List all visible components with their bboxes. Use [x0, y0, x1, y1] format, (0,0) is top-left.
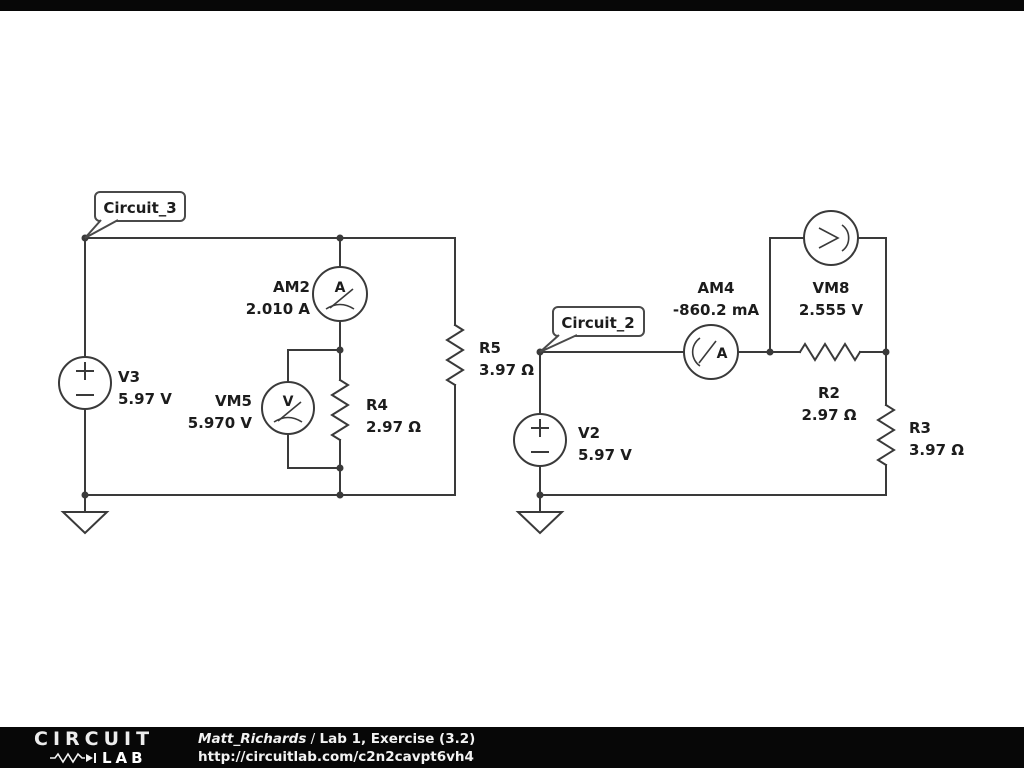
v2-source[interactable]: V2 5.97 V [513, 413, 632, 467]
am4-needle-icon [698, 340, 717, 364]
circuit2-callout[interactable]: Circuit_2 [539, 306, 645, 353]
footer-title: Lab 1, Exercise (3.2) [319, 730, 476, 747]
v2-value-label: 5.97 V [578, 446, 632, 464]
resistor-zigzag-icon [50, 752, 96, 764]
circuit2-callout-label: Circuit_2 [561, 314, 634, 332]
footer-attribution: Matt_Richards / Lab 1, Exercise (3.2) [198, 730, 475, 748]
r2-zigzag [798, 342, 862, 362]
r2-name-label: R2 [818, 384, 840, 402]
r5-zigzag [445, 323, 465, 387]
top-letterbox-bar [0, 0, 1024, 11]
v3-polarity-icon [76, 362, 94, 396]
r3-resistor[interactable]: R3 3.97 Ω [876, 403, 964, 467]
footer-url: http://circuitlab.com/c2n2cavpt6vh4 [198, 748, 474, 765]
ground-icon-circuit2 [515, 511, 565, 535]
r4-resistor[interactable]: R4 2.97 Ω [330, 378, 421, 442]
vm5-needle-icon [277, 401, 302, 422]
v3-value-label: 5.97 V [118, 390, 172, 408]
vm8-name-label: VM8 [813, 279, 850, 297]
am2-symbol: A [335, 280, 346, 296]
vm8-gauge-icon [841, 224, 850, 252]
v3-source[interactable]: V3 5.97 V [58, 356, 172, 410]
circuit3-wires [84, 237, 456, 513]
r3-value-label: 3.97 Ω [909, 441, 964, 459]
r4-zigzag [330, 378, 350, 442]
am4-gauge-icon [691, 337, 701, 367]
logo-circuit-text: CIRCUIT [34, 727, 155, 750]
node-dot [882, 348, 890, 356]
am4-ammeter[interactable]: A AM4 -860.2 mA [673, 279, 760, 380]
r2-resistor[interactable]: R2 2.97 Ω [798, 342, 862, 424]
vm5-name-label: VM5 [215, 392, 252, 410]
logo-lab-row: LAB [50, 748, 147, 767]
circuit3-callout-tail [84, 219, 119, 239]
vm8-voltmeter[interactable]: VM8 2.555 V [799, 210, 864, 319]
node-dot [336, 234, 344, 242]
am2-value-label: 2.010 A [246, 300, 311, 318]
v2-polarity-icon [531, 419, 549, 453]
node-dot [336, 491, 344, 499]
footer-bar: CIRCUIT LAB Matt_Richards / Lab 1, Exerc… [0, 727, 1024, 768]
am2-needle-icon [329, 288, 354, 309]
r3-zigzag [876, 403, 896, 467]
circuit3-callout[interactable]: Circuit_3 [84, 191, 186, 239]
v3-name-label: V3 [118, 368, 140, 386]
node-dot [336, 464, 344, 472]
am2-ammeter[interactable]: A AM2 2.010 A [246, 266, 368, 322]
circuit-2-group: V2 5.97 V A AM4 -860.2 mA VM8 2.555 V [513, 210, 964, 535]
vm8-value-label: 2.555 V [799, 301, 864, 319]
footer-meta: Matt_Richards / Lab 1, Exercise (3.2) ht… [198, 730, 475, 766]
circuit-3-group: V3 5.97 V A AM2 2.010 A V VM5 5.970 V [58, 191, 534, 535]
footer-separator: / [306, 730, 320, 747]
r5-name-label: R5 [479, 339, 501, 357]
ground-icon-circuit3 [60, 511, 110, 535]
circuitlab-logo: CIRCUIT LAB [34, 727, 155, 767]
r3-name-label: R3 [909, 419, 931, 437]
r5-resistor[interactable]: R5 3.97 Ω [445, 323, 534, 387]
r4-name-label: R4 [366, 396, 388, 414]
am2-gauge-icon [325, 303, 355, 310]
footer-author: Matt_Richards [198, 730, 307, 747]
r4-value-label: 2.97 Ω [366, 418, 421, 436]
circuit2-callout-tail [539, 334, 578, 353]
am4-value-label: -860.2 mA [673, 301, 760, 319]
circuit2-wires [539, 237, 887, 513]
node-dot [81, 491, 89, 499]
vm5-voltmeter[interactable]: V VM5 5.970 V [188, 381, 315, 435]
am4-symbol: A [717, 346, 728, 362]
vm8-needle-icon [818, 227, 840, 249]
node-dot [766, 348, 774, 356]
r5-value-label: 3.97 Ω [479, 361, 534, 379]
circuit3-callout-label: Circuit_3 [103, 199, 176, 217]
vm5-value-label: 5.970 V [188, 414, 253, 432]
logo-lab-text: LAB [102, 748, 147, 767]
node-dot [336, 346, 344, 354]
v2-name-label: V2 [578, 424, 600, 442]
vm5-symbol: V [283, 394, 294, 410]
node-dot [536, 491, 544, 499]
am4-name-label: AM4 [698, 279, 735, 297]
vm5-gauge-icon [273, 416, 303, 423]
am2-name-label: AM2 [273, 278, 310, 296]
r2-value-label: 2.97 Ω [802, 406, 857, 424]
